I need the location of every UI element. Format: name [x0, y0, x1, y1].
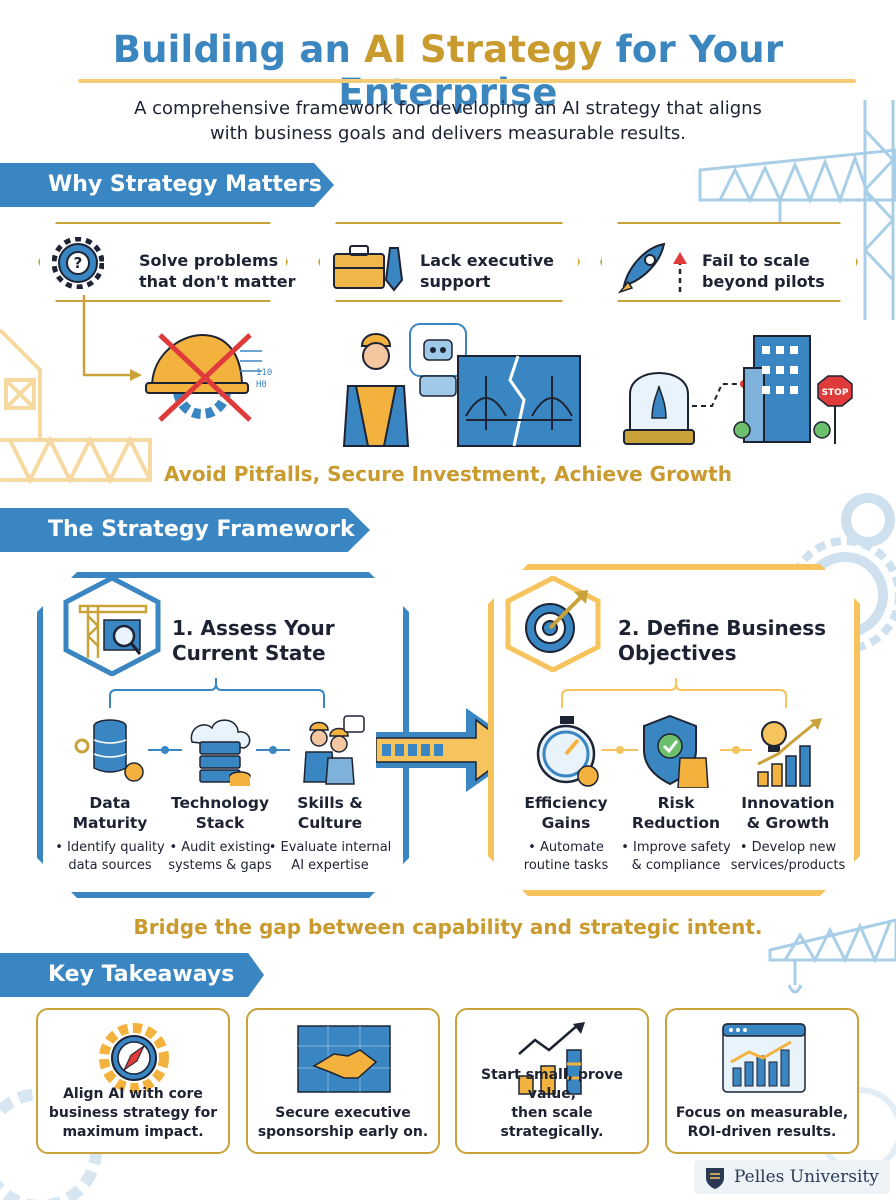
title-accent: AI Strategy [364, 28, 603, 71]
stop-sign-label: STOP [822, 388, 849, 398]
database-gears-icon [74, 719, 144, 782]
stopwatch-icon [536, 716, 599, 787]
title-underline [78, 79, 856, 83]
takeaway-card-4: Focus on measurable,ROI-driven results. [665, 1008, 859, 1154]
rocket-icon [617, 242, 687, 294]
assess-connector [109, 678, 325, 754]
brand-badge: Pelles University [694, 1160, 890, 1194]
page-title: Building an AI Strategy for Your Enterpr… [112, 28, 784, 114]
define-item-desc-2: • Improve safety& compliance [621, 840, 731, 873]
takeaway-text-3: Start small, prove value,then scale stra… [480, 1067, 624, 1140]
growth-chart-icon [518, 1022, 585, 1095]
lightbulb-growth-icon [757, 718, 822, 787]
compass-gear-icon [99, 1023, 169, 1093]
framework-tagline: Bridge the gap between capability and st… [133, 915, 763, 939]
server-cloud-icon [190, 719, 251, 786]
target-icon [505, 576, 601, 672]
define-item-title-3: Innovation& Growth [741, 794, 835, 832]
city-scale-illustration: STOP [623, 335, 853, 445]
svg-text:?: ? [74, 254, 83, 272]
university-crest-icon [706, 1168, 724, 1189]
dashboard-icon [722, 1023, 806, 1093]
takeaway-text-4: Focus on measurable,ROI-driven results. [675, 1105, 849, 1140]
crane-icon [0, 328, 152, 485]
crossed-hardhat-illustration: 110 H0 [82, 295, 272, 422]
binary-label-1: 110 [256, 368, 272, 378]
team-workers-icon [303, 715, 365, 785]
takeaway-card-3: Start small, prove value,then scale stra… [455, 1008, 649, 1154]
crane-blueprint-icon [63, 576, 161, 676]
page-subtitle: A comprehensive framework for developing… [134, 98, 762, 144]
shield-check-icon [643, 714, 709, 788]
crane-icon [698, 100, 896, 320]
crane-icon [768, 918, 896, 994]
brand-name: Pelles University [734, 1167, 879, 1187]
section-banner-takeaways: Key Takeaways [0, 953, 264, 997]
assess-item-title-3: Skills &Culture [297, 794, 363, 832]
handshake-icon [297, 1025, 391, 1093]
section-banner-why: Why Strategy Matters [0, 163, 334, 207]
worker-bridge-illustration [342, 323, 581, 447]
briefcase-icon [333, 245, 404, 292]
section-banner-framework: The Strategy Framework [0, 508, 370, 552]
define-connector [561, 678, 787, 754]
why-tagline: Avoid Pitfalls, Secure Investment, Achie… [164, 462, 732, 486]
question-gear-icon: ? [52, 237, 104, 289]
binary-label-2: H0 [256, 380, 267, 390]
